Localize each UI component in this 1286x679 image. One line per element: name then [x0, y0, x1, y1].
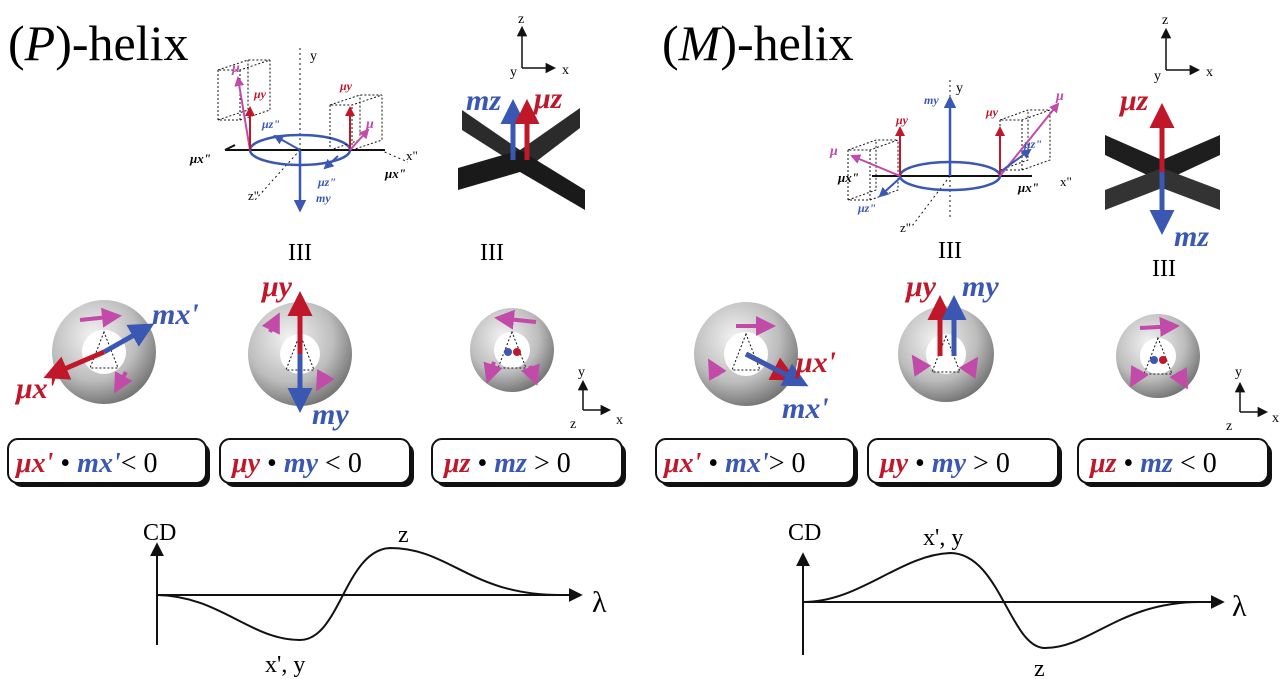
formula-box: μy • my > 0	[867, 438, 1062, 487]
label-m-y: my	[962, 270, 999, 303]
cd-axis-label: CD	[143, 520, 176, 546]
label-mu-y-left: μy	[253, 87, 267, 101]
ring-view	[470, 308, 554, 392]
panel-title: (M)-helix	[662, 15, 854, 71]
equivalence-symbol: III	[1152, 256, 1176, 282]
svg-text:μx' • mx'< 0: μx' • mx'< 0	[14, 448, 158, 479]
axis-z: z	[518, 12, 524, 27]
formula-box: μy • my < 0	[219, 438, 414, 487]
formula-box: μz • mz > 0	[431, 438, 626, 487]
wavelength-axis-label: λ	[1232, 590, 1247, 623]
band-label-positive: x', y	[923, 525, 963, 551]
axis-y: y	[1235, 365, 1242, 380]
helix-vector-schematic: y z" x" μx" μx" μ μ μy μy μz"	[189, 48, 418, 213]
axis-x: x	[1206, 65, 1213, 80]
svg-text:μz • mz > 0: μz • mz > 0	[442, 448, 571, 479]
label-mu-z: μz	[1118, 84, 1149, 117]
label-mu-right: μ	[1055, 89, 1064, 104]
cd-axis-label: CD	[788, 520, 821, 546]
ring-view	[1116, 314, 1200, 398]
label-mu-x-right: μx"	[384, 166, 406, 181]
cd-spectrum: CD λ x', y z	[788, 520, 1247, 679]
label-mu-y: μy	[904, 270, 937, 303]
label-m-z: mz	[1174, 220, 1209, 253]
label-mu-y-right: μy	[985, 105, 999, 119]
band-label-negative: x', y	[265, 652, 305, 678]
axis-label-y: y	[310, 49, 317, 64]
band-label-positive: z	[398, 522, 409, 548]
panel-title: (P)-helix	[8, 15, 189, 71]
axis-y: y	[578, 365, 585, 380]
label-m-x-prime: mx'	[782, 392, 829, 425]
formula-box: μx' • mx'> 0	[655, 438, 858, 487]
ring-view: μy my	[898, 270, 999, 402]
ring-view: μy my	[248, 270, 352, 431]
label-mu-right: μ	[365, 117, 374, 132]
label-mu-y-left: μy	[895, 113, 909, 127]
label-m-y: my	[316, 191, 331, 205]
svg-text:μy • my < 0: μy • my < 0	[230, 448, 362, 479]
axis-label-z: z"	[248, 188, 259, 203]
label-mu-z: μz	[532, 82, 563, 115]
label-mu-left: μ	[829, 144, 838, 159]
label-mu-z-top: μz"	[261, 117, 280, 131]
label-mu-z-bottom: μz"	[857, 201, 876, 215]
label-mu-x-right: μx"	[1017, 180, 1039, 195]
label-mu-y: μy	[260, 270, 293, 303]
axis-x: x	[562, 63, 569, 78]
formula-box: μx' • mx'< 0	[7, 438, 210, 487]
svg-text:μz • mz < 0: μz • mz < 0	[1088, 448, 1217, 479]
formula-box: μz • mz < 0	[1077, 438, 1272, 487]
label-m-x-prime: mx'	[152, 298, 199, 331]
label-mu-left: μ	[231, 61, 240, 76]
axis-label-x: x"	[406, 148, 418, 163]
bottom-axis-indicator: y z x	[1226, 365, 1279, 434]
ring-view: mx' μx'	[14, 298, 199, 405]
band-label-negative: z	[1034, 656, 1045, 679]
label-mu-z-top: μz"	[1023, 137, 1042, 151]
equivalence-symbol: III	[480, 240, 504, 266]
label-mu-x-prime: μx'	[794, 346, 836, 379]
panel-p-helix: (P)-helix y z" x" μx" μx" μ	[7, 12, 626, 678]
axis-label-x: x"	[1060, 174, 1072, 189]
svg-text:μx' • mx'> 0: μx' • mx'> 0	[662, 448, 806, 479]
axis-z: z	[1162, 13, 1168, 28]
label-m-y: my	[924, 93, 939, 107]
axis-label-y: y	[956, 81, 963, 96]
ring-view: μx' mx'	[694, 302, 836, 425]
label-mu-y-right: μy	[339, 79, 353, 93]
svg-text:μy • my > 0: μy • my > 0	[878, 448, 1010, 479]
axis-z: z	[570, 417, 576, 432]
axis-z: z	[1226, 419, 1232, 434]
wavelength-axis-label: λ	[592, 586, 607, 619]
equivalence-symbol: III	[938, 238, 962, 264]
axis-x: x	[616, 413, 623, 428]
equivalence-symbol: III	[288, 240, 312, 266]
label-m-z: mz	[466, 84, 501, 117]
helix-vector-schematic: y z" x" μx" μx" μ μ μy μy μz" μz" my	[829, 80, 1072, 235]
axis-y: y	[1154, 69, 1161, 84]
axis-x: x	[1272, 411, 1279, 426]
label-mu-z-bottom: μz"	[317, 175, 336, 189]
label-mu-x-left: μx"	[189, 151, 211, 166]
label-mu-x-left: μx"	[837, 170, 859, 185]
axis-label-z: z"	[900, 220, 911, 235]
panel-m-helix: (M)-helix y z" x" μx" μx" μ μ μy μy μz"	[655, 13, 1279, 679]
label-mu-x-prime: μx'	[14, 372, 56, 405]
axis-y: y	[510, 65, 517, 80]
label-m-y: my	[312, 398, 349, 431]
helix-side-view: z y x mz μz	[458, 12, 585, 210]
cd-spectrum: CD λ x', y z	[143, 520, 607, 678]
helix-side-view: z y x μz mz	[1105, 13, 1220, 253]
bottom-axis-indicator: y z x	[570, 365, 623, 432]
